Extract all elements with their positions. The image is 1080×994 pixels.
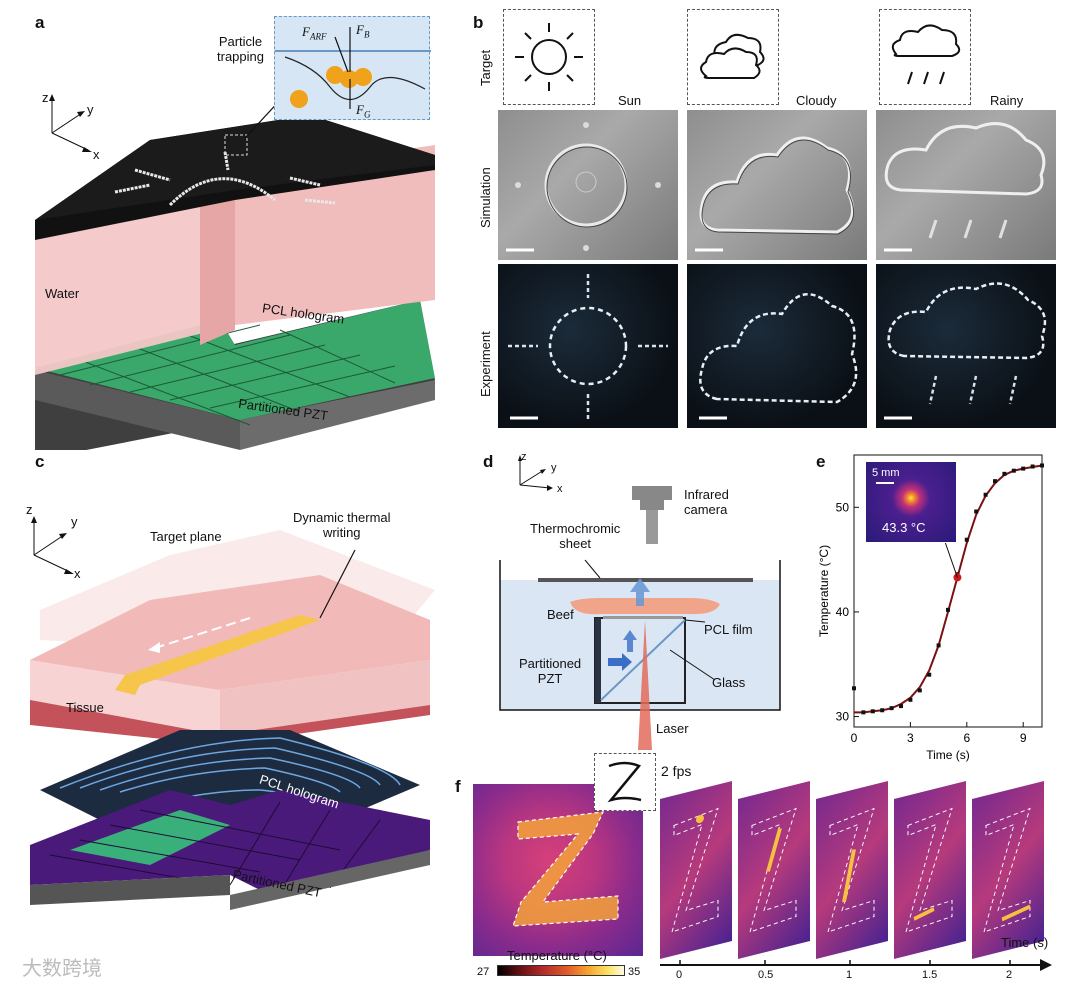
pcl-film-label: PCL film [704, 622, 753, 637]
data-point [965, 538, 969, 542]
frame-rate-label: 2 fps [661, 764, 691, 779]
target-sun [503, 9, 595, 105]
data-point [908, 698, 912, 702]
thermal-frame-1 [738, 781, 810, 959]
inset-scale-label: 5 mm [872, 466, 900, 481]
laser-label: Laser [656, 721, 689, 736]
data-point [993, 479, 997, 483]
panel-b-letter: b [473, 13, 483, 33]
data-point [1021, 467, 1025, 471]
data-point [890, 706, 894, 710]
time-tick-1: 0.5 [758, 968, 773, 983]
experiment-sun [498, 264, 678, 428]
thermal-frame-2 [816, 781, 888, 959]
row-label-simulation: Simulation [478, 167, 493, 228]
data-point [1040, 463, 1044, 467]
data-point [899, 704, 903, 708]
inset-leader-line [945, 543, 957, 577]
simulation-sun [498, 110, 678, 260]
inset-temperature-value: 43.3 °C [882, 520, 926, 535]
column-label-cloudy: Cloudy [796, 93, 836, 108]
panel-a-device-illustration [20, 100, 450, 450]
colorbar-title: Temperature (°C) [507, 948, 607, 963]
y-tick-label-1: 40 [836, 605, 850, 619]
z-letter-icon [595, 754, 655, 810]
thermal-frame-3 [894, 781, 966, 959]
force-b-label: FB [356, 22, 369, 43]
sun-icon [504, 10, 594, 104]
data-point [1002, 472, 1006, 476]
y-tick-label-2: 50 [836, 500, 850, 514]
force-g-label: FG [356, 102, 370, 123]
row-label-experiment: Experiment [478, 331, 493, 397]
time-axis-label: Time (s) [1001, 935, 1048, 950]
thermal-inset-image: 5 mm 43.3 °C [866, 462, 956, 542]
column-label-rainy: Rainy [990, 93, 1023, 108]
experiment-cloudy [687, 264, 867, 428]
rain-icon [880, 10, 970, 104]
thermochromic-sheet-label: Thermochromic sheet [530, 521, 620, 551]
panel-c-axis-z: z [26, 502, 33, 517]
panel-d-axis-y: y [551, 461, 557, 476]
data-point [918, 688, 922, 692]
data-point [871, 709, 875, 713]
highlight-point [953, 573, 961, 581]
panel-d-axis-z: z [521, 450, 527, 465]
watermark: 大数跨境 [22, 962, 102, 977]
inset-scale-bar [876, 482, 894, 484]
panel-c-tissue-illustration [20, 520, 450, 910]
tissue-label: Tissue [66, 700, 104, 715]
y-axis-label: Temperature (°C) [817, 545, 831, 637]
particle-trapping-inset [274, 16, 430, 120]
colorbar [497, 965, 625, 976]
data-point [974, 509, 978, 513]
thermal-frame-0 [660, 781, 732, 959]
data-point [1031, 465, 1035, 469]
data-point [927, 673, 931, 677]
dynamic-thermal-writing-label: Dynamic thermal writing [293, 510, 391, 540]
partitioned-pzt-label-d: Partitioned PZT [519, 656, 581, 686]
data-point [861, 710, 865, 714]
simulation-rainy [876, 110, 1056, 260]
colorbar-max: 35 [628, 965, 640, 980]
infrared-camera-label: Infrared camera [684, 487, 729, 517]
data-point [937, 643, 941, 647]
panel-f-letter: f [455, 777, 461, 797]
row-label-target: Target [478, 50, 493, 86]
glass-label: Glass [712, 675, 745, 690]
beef-label: Beef [547, 607, 574, 622]
time-tick-2: 1 [846, 968, 852, 983]
panel-a-letter: a [35, 13, 44, 33]
force-arf-label: FARF [302, 24, 326, 45]
panel-c-letter: c [35, 452, 44, 472]
column-label-sun: Sun [618, 93, 641, 108]
target-cloudy [687, 9, 779, 105]
data-point [852, 686, 856, 690]
time-tick-4: 2 [1006, 968, 1012, 983]
cloud-icon [688, 10, 778, 104]
x-tick-label-3: 9 [1020, 731, 1027, 745]
water-label: Water [45, 286, 79, 301]
experiment-rainy [876, 264, 1056, 428]
x-tick-label-0: 0 [851, 731, 858, 745]
target-plane-label: Target plane [150, 529, 222, 544]
x-axis-label: Time (s) [926, 748, 970, 762]
thermal-frame-4 [972, 781, 1044, 959]
particle-trapping-label: Particle trapping [217, 34, 264, 64]
simulation-cloudy [687, 110, 867, 260]
data-point [880, 708, 884, 712]
data-point [1012, 469, 1016, 473]
time-tick-0: 0 [676, 968, 682, 983]
panel-d-letter: d [483, 452, 493, 472]
x-tick-label-2: 6 [963, 731, 970, 745]
data-point [946, 608, 950, 612]
x-tick-label-1: 3 [907, 731, 914, 745]
data-point [984, 493, 988, 497]
target-rainy [879, 9, 971, 105]
time-axis [660, 950, 1060, 990]
target-z-box [594, 753, 656, 811]
colorbar-min: 27 [477, 965, 489, 980]
time-tick-3: 1.5 [922, 968, 937, 983]
y-tick-label-0: 30 [836, 710, 850, 724]
